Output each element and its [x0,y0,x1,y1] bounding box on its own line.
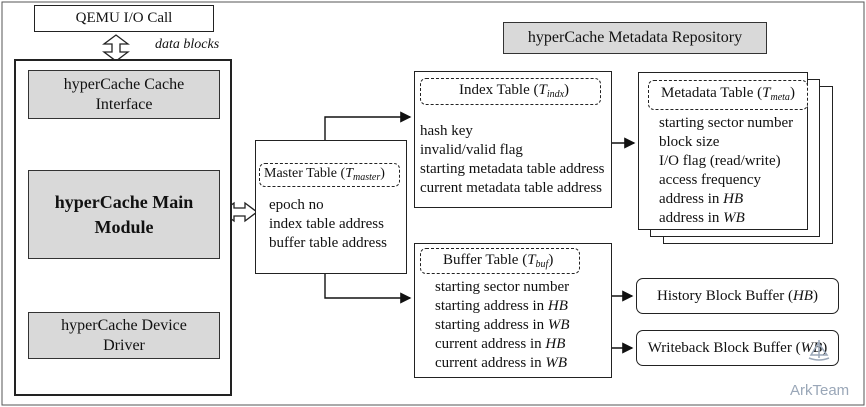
metadata-repository-box: hyperCache Metadata Repository [503,22,767,54]
buffer-field: starting address in WB [435,317,570,333]
index-field: hash key [420,123,473,139]
metadata-repository-label: hyperCache Metadata Repository [527,29,743,46]
metadata-field: block size [659,134,720,150]
watermark-logo-icon [808,338,830,362]
metadata-field-hb: address in HB [659,191,744,207]
index-field: starting metadata table address [420,161,605,177]
buffer-table-fields: starting sector number starting address … [435,278,570,373]
watermark-text: ArkTeam [790,382,850,399]
index-field: current metadata table address [420,180,602,196]
qemu-double-arrow [102,34,130,62]
data-blocks-label: data blocks [155,37,220,52]
master-field: index table address [269,216,384,232]
master-field: epoch no [269,197,324,213]
cache-interface-line2: Interface [95,95,153,113]
buffer-field: starting address in HB [435,298,568,314]
index-table-fields: hash key invalid/valid flag starting met… [420,122,605,198]
metadata-table-fields: starting sector number block size I/O fl… [659,114,793,228]
metadata-field: access frequency [659,172,762,188]
device-driver-line2: Driver [103,336,145,354]
metadata-table-title: Metadata Table (Tmeta) [648,80,808,110]
history-block-buffer-box: History Block Buffer (HB) [636,278,839,314]
master-table-box [255,140,407,274]
index-table-title: Index Table (Tindx) [420,78,601,105]
device-driver-line1: hyperCache Device [61,316,187,334]
metadata-field: I/O flag (read/write) [659,153,781,169]
main-module-line1: hyperCache Main [54,191,194,212]
master-table-fields: epoch no index table address buffer tabl… [269,196,387,253]
qemu-io-call-box: QEMU I/O Call [34,5,214,32]
qemu-io-call-label: QEMU I/O Call [75,10,173,26]
device-driver-box: hyperCache Device Driver [28,312,220,359]
buffer-table-title: Buffer Table (Tbuf) [420,248,580,274]
metadata-field-wb: address in WB [659,210,745,226]
index-field: invalid/valid flag [420,142,523,158]
master-table-title: Master Table (Tmaster) [259,163,400,187]
master-field: buffer table address [269,235,388,251]
main-module-box: hyperCache Main Module [28,170,220,259]
buffer-field: current address in HB [435,336,566,352]
main-module-line2: Module [94,216,154,237]
cache-interface-line1: hyperCache Cache [63,75,185,93]
writeback-block-buffer-box: Writeback Block Buffer (WB) [636,330,839,366]
buffer-field: starting sector number [435,279,570,295]
buffer-field: current address in WB [435,355,568,371]
metadata-field: starting sector number [659,115,794,131]
master-buffer-arrow [324,274,412,304]
cache-interface-box: hyperCache Cache Interface [28,70,220,119]
